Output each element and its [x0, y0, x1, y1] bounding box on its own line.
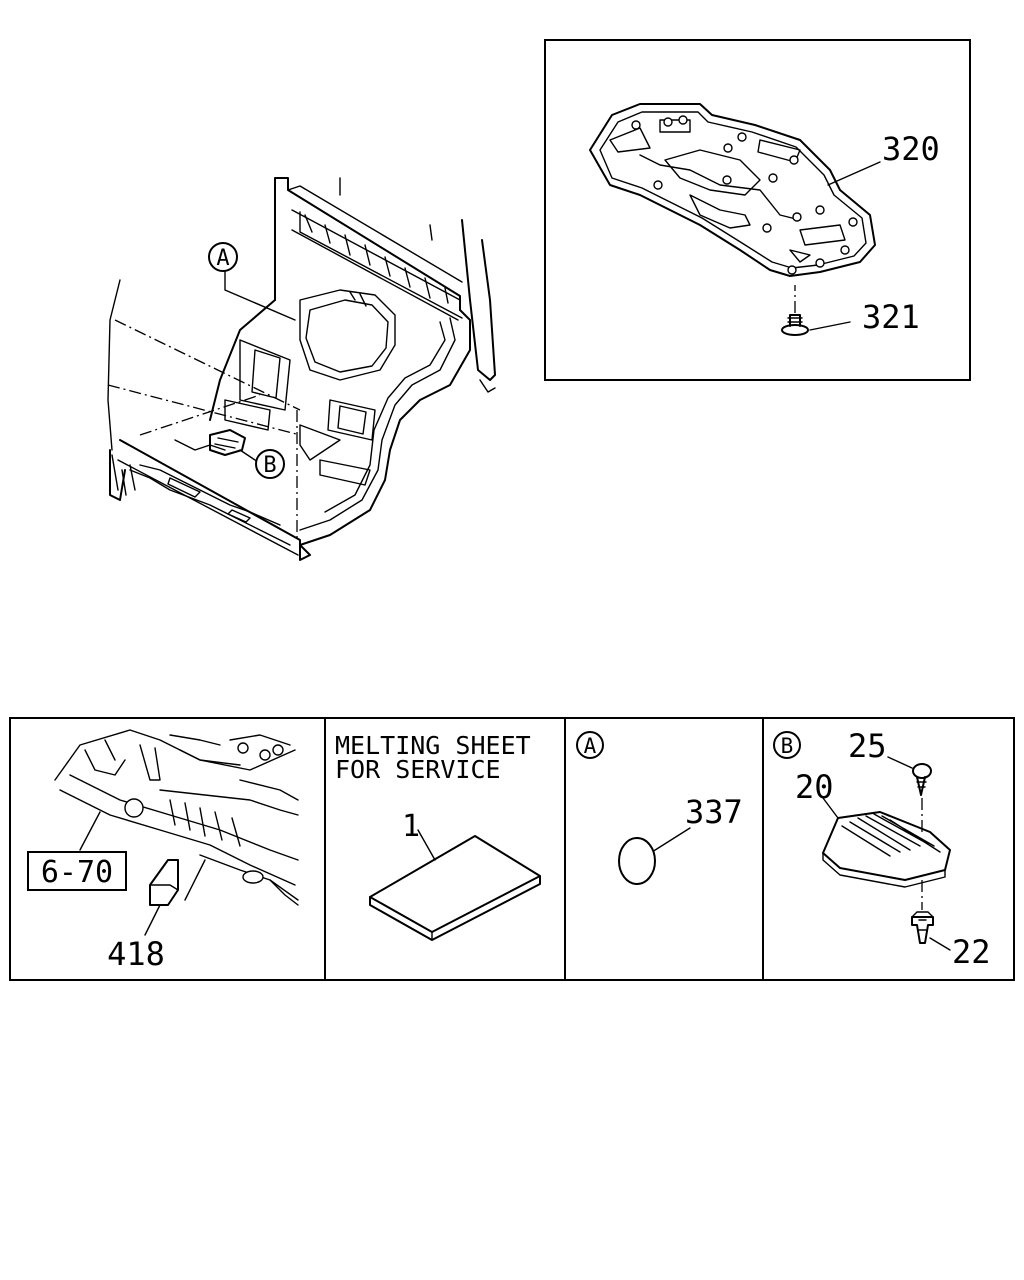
screw-25-illustration [912, 763, 932, 796]
bottom-panels-frame [9, 717, 1015, 981]
callout-a-label: A [216, 246, 229, 271]
melting-sheet-title-line2: FOR SERVICE [335, 755, 501, 784]
ref-6-70-box [27, 851, 127, 891]
floor-detail-illustration [54, 729, 299, 906]
panel-b-circle [773, 731, 801, 759]
part-1-label: 1 [402, 809, 420, 844]
part-22-label: 22 [952, 933, 991, 971]
inset-frame [544, 39, 971, 381]
callout-b: B [255, 449, 285, 479]
ref-6-70-label: 6-70 [41, 855, 113, 890]
pad-418-illustration [149, 859, 179, 906]
part-20-label: 20 [795, 768, 834, 806]
panel-melting-sheet: MELTING SHEET FOR SERVICE 1 [335, 731, 541, 941]
insulator-320-illustration [589, 103, 876, 277]
panel-418: 6-70 418 [27, 729, 299, 973]
vehicle-floor-illustration [107, 177, 496, 561]
part-418-label: 418 [107, 935, 165, 973]
plug-337-illustration [618, 837, 656, 885]
part-320-label: 320 [882, 130, 940, 168]
melting-sheet-illustration [369, 835, 541, 941]
panel-a-circle [576, 731, 604, 759]
melting-sheet-title-line1: MELTING SHEET [335, 731, 531, 760]
part-337-label: 337 [685, 793, 743, 831]
insulator-20-illustration [822, 811, 951, 888]
callout-b-label: B [263, 453, 276, 478]
panel-a-circle-label: A [584, 734, 597, 758]
panel-a-plug: A 337 [576, 731, 743, 885]
inset-insulator: 320 321 [544, 39, 971, 381]
callout-a: A [208, 242, 238, 272]
clip-22-illustration [911, 911, 934, 944]
clip-321-illustration [781, 285, 809, 336]
part-321-label: 321 [862, 298, 920, 336]
panel-b-insulator: B 25 20 22 [773, 727, 991, 971]
part-25-label: 25 [848, 727, 887, 765]
panel-b-circle-label: B [781, 734, 794, 758]
